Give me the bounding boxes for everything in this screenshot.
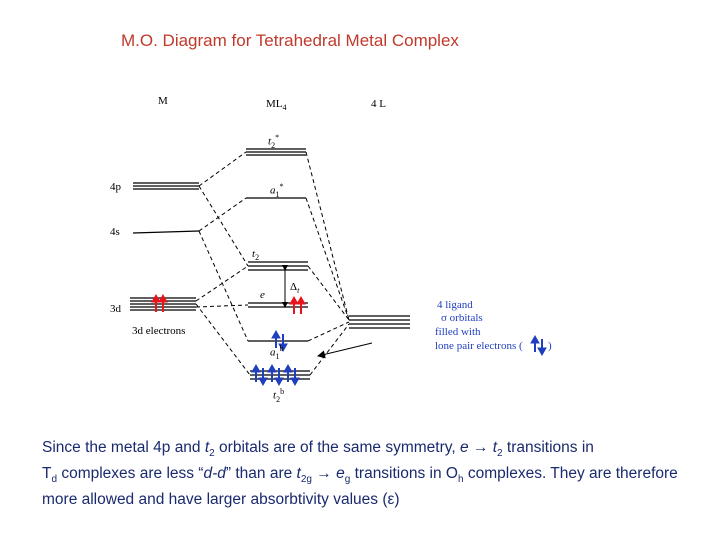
t2b-base: t	[273, 389, 277, 402]
explanation-caption: Since the metal 4p and t2 orbitals are o…	[42, 438, 682, 510]
t2-label: t2	[252, 249, 259, 262]
mo-t2-bonding-electrons	[251, 363, 300, 387]
ligand-note-line3: filled with	[435, 326, 481, 338]
complex-base: ML	[266, 98, 283, 110]
cap-td: T	[42, 465, 52, 483]
metal-4s-level	[132, 230, 200, 234]
ligand-note-line4-suffix: )	[548, 340, 552, 352]
metal-column-label: M	[158, 95, 168, 107]
cap-td-sub: d	[51, 474, 58, 486]
t2-sub: 2	[255, 253, 260, 263]
t2-bonding-label: t2b	[273, 388, 284, 404]
a1b-base: a	[270, 346, 276, 359]
cap-p3: transitions in	[502, 439, 594, 456]
cap-eps: ε	[387, 491, 395, 509]
cap-arrow2: →	[311, 465, 337, 483]
mo-t2-level	[248, 261, 308, 271]
a1b-sub: 1	[275, 351, 280, 361]
metal-3d-label: 3d	[110, 303, 121, 315]
a1-star-sup: *	[279, 182, 284, 191]
cap-eg-sub: g	[344, 474, 351, 486]
ligand-note-line1: 4 ligand	[437, 299, 473, 311]
cap-t2g: t	[296, 465, 301, 483]
t2-star-sup: *	[275, 133, 280, 142]
cap-p7: complexes. They are therefore more allow…	[42, 465, 678, 509]
cap-eg: e	[336, 465, 345, 483]
delta-base: Δ	[290, 281, 298, 293]
ligand-pointer-arrow	[317, 342, 373, 359]
ligand-note-line4-prefix: lone pair electrons (	[435, 340, 523, 352]
cap-p1: Since the metal 4p and	[42, 439, 205, 456]
cap-p5: ” than are	[225, 465, 297, 483]
ligand-sigma-level	[349, 315, 410, 329]
diagram-title: M.O. Diagram for Tetrahedral Metal Compl…	[121, 31, 459, 50]
e-label: e	[260, 290, 265, 301]
e-base: e	[260, 289, 265, 301]
cap-p4: complexes are less “	[57, 465, 204, 483]
mo-t2-star-level	[246, 148, 306, 156]
t2b-sub: 2	[276, 394, 281, 404]
t2-base: t	[252, 248, 256, 260]
cap-t2a-sub: 2	[209, 448, 215, 460]
metal-4s-label: 4s	[110, 226, 120, 238]
cap-p6: transitions in O	[350, 465, 458, 483]
d-electrons-label: 3d electrons	[132, 325, 186, 337]
complex-sub: 4	[282, 103, 287, 113]
a1-bonding-label: a1b	[270, 345, 284, 361]
mo-e-electrons	[289, 295, 306, 314]
t2-star-sub: 2	[271, 140, 276, 150]
mo-a1-bonding-electrons	[271, 329, 288, 353]
cap-t2b-sub: 2	[497, 448, 503, 460]
t2-star-base: t	[268, 135, 272, 148]
ligand-note-line2: σ orbitals	[441, 312, 483, 324]
cap-t2a: t	[204, 439, 210, 456]
a1-star-label: a1*	[270, 183, 284, 199]
cap-t2g-sub: 2g	[300, 474, 312, 486]
metal-d-electrons	[151, 293, 168, 312]
metal-4p-label: 4p	[110, 181, 121, 193]
a1b-sup: b	[279, 344, 284, 353]
a1-star-sub: 1	[275, 189, 280, 199]
t2b-sup: b	[280, 387, 285, 396]
correlation-lines	[195, 151, 350, 376]
mo-diagram	[130, 148, 547, 387]
cap-arrow1: →	[468, 439, 493, 456]
t2-star-label: t2*	[268, 134, 279, 150]
cap-p8: )	[394, 491, 400, 509]
cap-dd: d-d	[203, 465, 226, 483]
lone-pair-symbol	[530, 334, 547, 357]
ligand-column-label: 4 L	[371, 98, 386, 110]
complex-column-label: ML4	[266, 99, 287, 112]
a1-star-base: a	[270, 184, 276, 197]
cap-oh-sub: h	[457, 474, 464, 486]
cap-t2b: t	[492, 439, 498, 456]
cap-e1: e	[459, 439, 469, 456]
delta-t-label: Δt	[290, 282, 299, 295]
delta-sub: t	[297, 286, 300, 296]
metal-4p-level	[133, 182, 199, 190]
cap-p2: orbitals are of the same symmetry,	[214, 439, 460, 456]
